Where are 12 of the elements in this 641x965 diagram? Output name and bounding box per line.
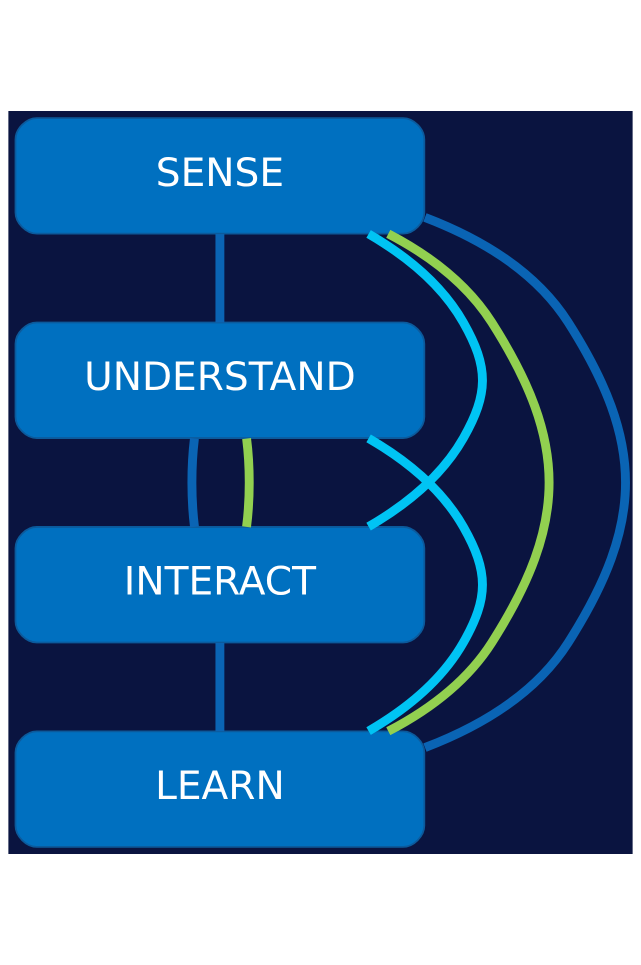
connector xyxy=(215,234,224,322)
connector xyxy=(187,438,199,528)
node-box: UNDERSTAND xyxy=(14,322,426,439)
connector xyxy=(242,438,254,528)
connector xyxy=(215,642,224,732)
node-box: INTERACT xyxy=(14,526,426,644)
connector xyxy=(423,213,630,752)
connector xyxy=(366,230,487,530)
connector xyxy=(386,230,554,736)
connector xyxy=(366,434,487,735)
node-box: LEARN xyxy=(14,730,426,848)
node-box: SENSE xyxy=(14,117,426,235)
